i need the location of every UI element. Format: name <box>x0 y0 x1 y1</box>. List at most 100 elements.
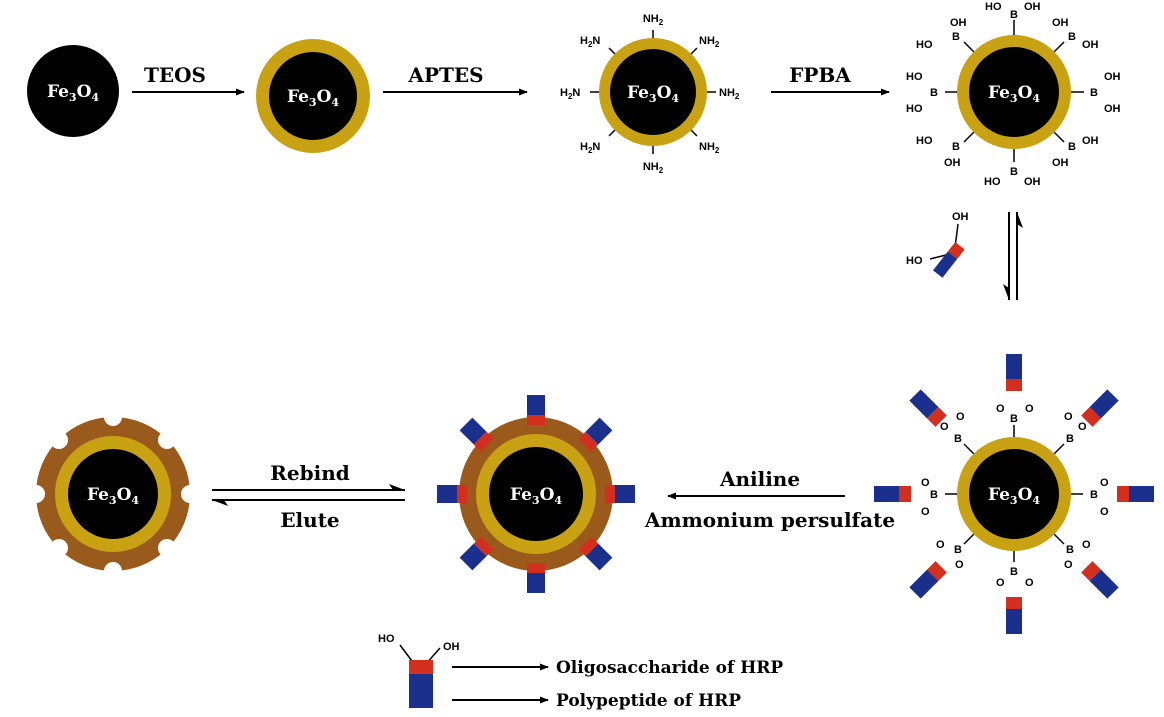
amine-group: NH2 <box>699 141 720 155</box>
hydroxyl-group: OH <box>1052 157 1069 169</box>
oxygen-atom: O <box>1025 577 1034 589</box>
magnetic-core <box>27 45 119 137</box>
step-label-aniline: Aniline <box>719 467 800 491</box>
core-label: Fe3O4 <box>510 485 562 507</box>
oxygen-atom: O <box>1100 506 1109 518</box>
core-label: Fe3O4 <box>627 83 679 105</box>
hydroxyl-group: OH <box>443 641 460 653</box>
hrp-reagent: OH HO <box>906 211 969 278</box>
core-label: Fe3O4 <box>287 87 339 109</box>
oxygen-atom: O <box>921 477 930 489</box>
imprinted-cavity <box>104 562 122 580</box>
oligosaccharide-mark <box>527 415 545 425</box>
oxygen-atom: O <box>956 411 965 423</box>
oligosaccharide-mark <box>473 536 494 557</box>
oligosaccharide-mark <box>1081 561 1101 581</box>
step-label-elute: Elute <box>280 508 339 532</box>
oxygen-atom: O <box>921 506 930 518</box>
polypeptide-mark <box>874 486 899 502</box>
polypeptide-mark <box>909 569 939 599</box>
boron-atom: B <box>1010 166 1018 178</box>
polypeptide-mark <box>933 251 958 278</box>
oligosaccharide-mark <box>578 431 599 452</box>
oligosaccharide-mark <box>457 485 467 503</box>
oligosaccharide-mark <box>899 486 911 502</box>
hydroxyl-group: HO <box>916 39 933 51</box>
imprinted-cavity <box>50 431 68 449</box>
hydroxyl-group: OH <box>1082 135 1099 147</box>
amine-group: NH2 <box>643 161 664 175</box>
hydroxyl-group: OH <box>1104 71 1121 83</box>
oligosaccharide-mark <box>578 536 599 557</box>
polypeptide-mark <box>1089 389 1119 419</box>
oxygen-atom: O <box>996 403 1005 415</box>
equilibrium-arrows-vertical <box>1003 212 1023 300</box>
legend-label-polypeptide: Polypeptide of HRP <box>556 691 741 711</box>
boron-atom: B <box>930 87 938 99</box>
magnetic-core <box>969 47 1059 137</box>
boron-atom: B <box>1010 566 1018 578</box>
oligosaccharide-mark <box>1006 597 1022 609</box>
oxygen-atom: O <box>1100 477 1109 489</box>
polypeptide-mark <box>527 573 545 593</box>
polypeptide-mark <box>459 543 487 571</box>
oxygen-atom: O <box>940 421 949 433</box>
oxygen-atom: O <box>955 559 964 571</box>
step-polymerization: Aniline Ammonium persulfate <box>644 467 895 532</box>
oligosaccharide-mark <box>473 431 494 452</box>
boron-atom: B <box>1068 31 1076 43</box>
oligosaccharide-mark <box>1081 407 1101 427</box>
particle-amine-functionalized: Fe3O4 NH2 NH2 NH2 NH2 NH2 H2N H2N H2N <box>560 13 740 175</box>
amine-group-left: H2N <box>580 35 600 49</box>
oligosaccharide-mark <box>1006 379 1022 391</box>
boron-atom: B <box>1068 141 1076 153</box>
step-aptes: APTES <box>383 63 528 96</box>
boron-atom: B <box>1066 544 1074 556</box>
step-label-fpba: FPBA <box>789 63 851 87</box>
hydroxyl-group: OH <box>1104 103 1121 115</box>
boron-atom: B <box>952 141 960 153</box>
polypeptide-mark <box>1089 569 1119 599</box>
amine-group: NH2 <box>643 13 664 27</box>
core-label: Fe3O4 <box>87 485 139 507</box>
polypeptide-mark <box>585 417 613 445</box>
boron-atom: B <box>1066 433 1074 445</box>
imprinted-cavity <box>158 539 176 557</box>
polypeptide-mark <box>1006 354 1022 379</box>
imprinted-cavity <box>181 485 199 503</box>
hydroxyl-group: OH <box>1024 176 1041 188</box>
oxygen-atom: O <box>1078 421 1087 433</box>
polypeptide-mark <box>1006 609 1022 634</box>
particle-boronic-acid: Fe3O4 B HO OH B HO OH B HO HO B OH OH B … <box>906 1 1121 188</box>
legend: HO OH Oligosaccharide of HRP Polypeptide… <box>378 633 783 711</box>
amine-group-left: H2N <box>580 141 600 155</box>
hydroxyl-group: HO <box>985 1 1002 13</box>
particle-imprinted-cavities: Fe3O4 <box>27 408 199 580</box>
step-teos: TEOS <box>132 63 245 96</box>
boron-atom: B <box>930 489 938 501</box>
oxygen-atom: O <box>1082 539 1091 551</box>
polypeptide-mark <box>459 417 487 445</box>
magnetic-core <box>489 447 583 541</box>
oligosaccharide-mark <box>605 485 615 503</box>
imprinted-cavity <box>104 408 122 426</box>
hydroxyl-group: HO <box>984 176 1001 188</box>
polypeptide-mark <box>1129 486 1154 502</box>
boron-atom: B <box>952 31 960 43</box>
imprinted-cavity <box>158 431 176 449</box>
step-label-persulfate: Ammonium persulfate <box>644 508 895 532</box>
polypeptide-mark <box>615 485 635 503</box>
polypeptide-mark <box>527 395 545 415</box>
oxygen-atom: O <box>1064 411 1073 423</box>
hydroxyl-group: OH <box>1082 39 1099 51</box>
core-label: Fe3O4 <box>47 82 99 104</box>
boron-atom: B <box>1090 489 1098 501</box>
polypeptide-mark <box>437 485 457 503</box>
particle-imprinted-with-template: Fe3O4 <box>437 395 635 593</box>
imprinted-cavity <box>50 539 68 557</box>
hydroxyl-group: OH <box>1052 17 1069 29</box>
oligosaccharide-mark <box>927 407 947 427</box>
oxygen-atom: O <box>1025 403 1034 415</box>
particle-silica-coated: Fe3O4 <box>256 39 370 153</box>
